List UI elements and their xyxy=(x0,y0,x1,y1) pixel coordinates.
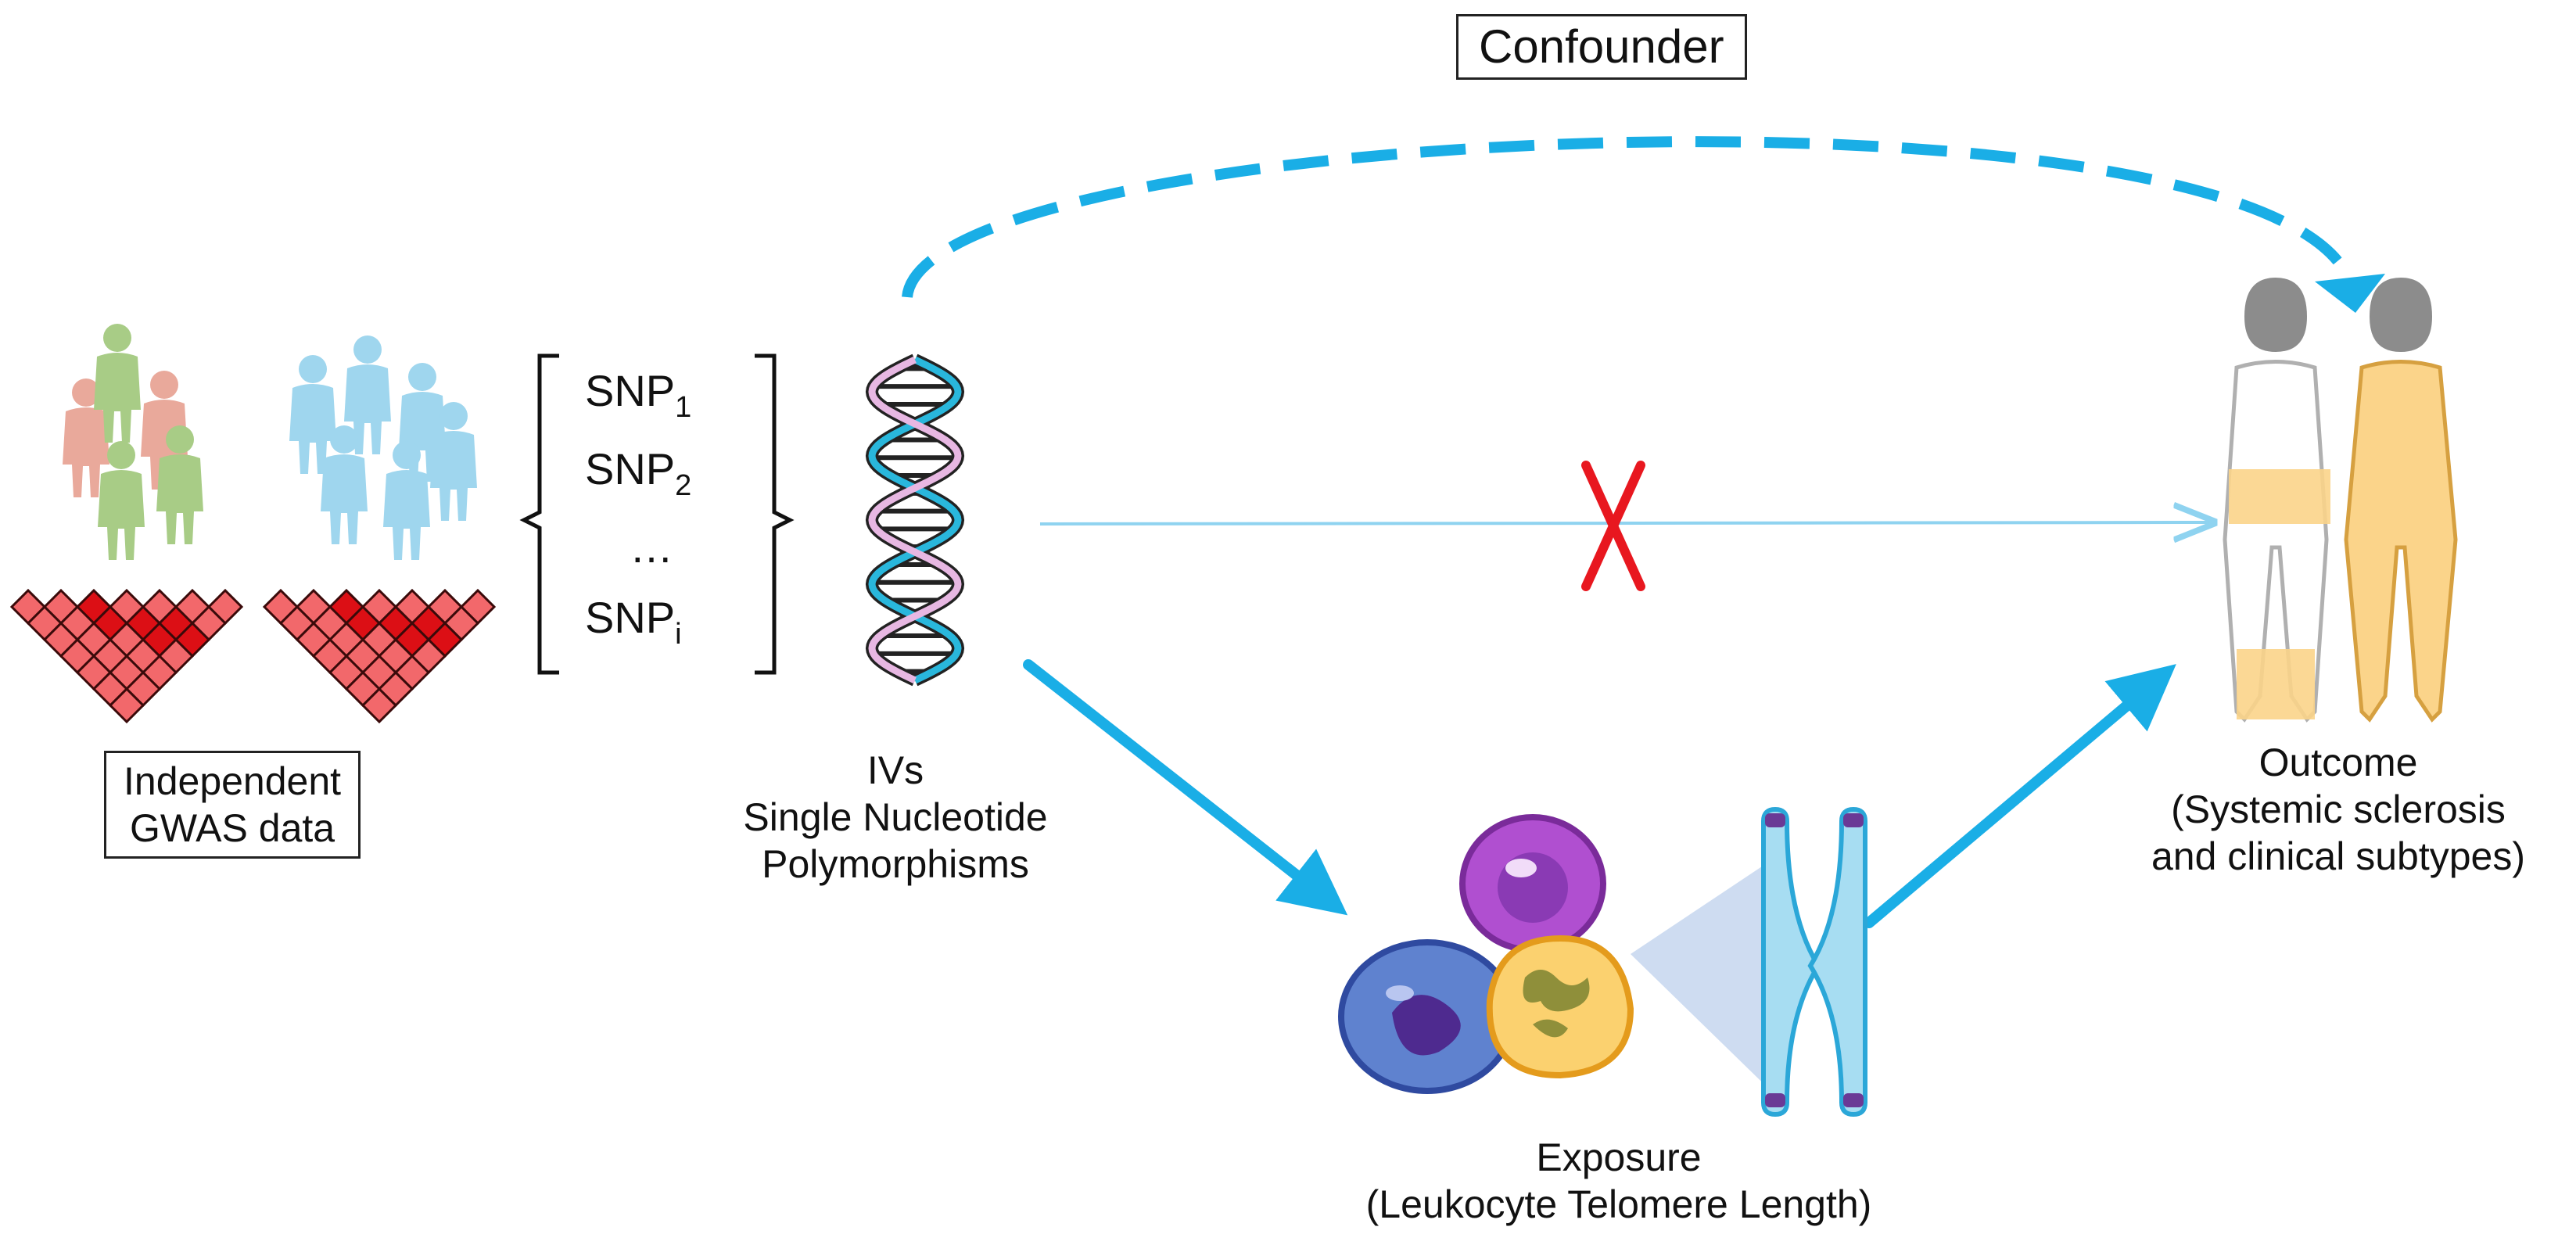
dna-helix-icon xyxy=(865,353,965,687)
left-bracket xyxy=(519,353,559,675)
gwas-label: Independent GWAS data xyxy=(104,751,361,859)
ld-heatmap-icon xyxy=(9,588,244,724)
people-group-icon xyxy=(63,324,203,560)
ld-cell xyxy=(108,687,145,724)
exposure-to-outcome-arrow xyxy=(1864,664,2176,928)
zoom-wedge xyxy=(1631,852,1783,1103)
outcome-label: Outcome (Systemic sclerosis and clinical… xyxy=(2111,739,2565,880)
ivs-line1: IVs xyxy=(866,748,924,792)
chromosome-icon xyxy=(1761,806,1867,1117)
gwas-line1: Independent xyxy=(124,759,342,803)
confounder-label: Confounder xyxy=(1456,14,1747,80)
outcome-line3: and clinical subtypes) xyxy=(2151,834,2526,878)
leukocyte-cells-icon xyxy=(1338,814,1634,1094)
confounder-arrow xyxy=(902,136,2359,302)
dna-strand xyxy=(868,356,962,684)
dna-strand xyxy=(868,356,962,684)
exposure-line1: Exposure xyxy=(1536,1135,1702,1179)
snp-item: SNP2 xyxy=(585,444,692,503)
confounder-arrowhead xyxy=(2315,274,2385,313)
exposure-label: Exposure (Leukocyte Telomere Length) xyxy=(1322,1134,1916,1228)
right-bracket xyxy=(755,353,795,675)
outcome-line1: Outcome xyxy=(2258,741,2418,784)
snp-item: SNPi xyxy=(585,593,682,651)
ivs-line2: Single Nucleotide xyxy=(743,795,1048,839)
gwas-line2: GWAS data xyxy=(129,806,335,850)
people-group-icon xyxy=(289,335,477,560)
ivs-line3: Polymorphisms xyxy=(762,842,1029,886)
human-body-icon xyxy=(2223,278,2458,723)
direct-path-line xyxy=(1039,522,2213,524)
ivs-label: IVs Single Nucleotide Polymorphisms xyxy=(719,747,1071,888)
ld-cell xyxy=(361,687,398,724)
exposure-line2: (Leukocyte Telomere Length) xyxy=(1365,1182,1872,1226)
iv-to-exposure-arrow xyxy=(1023,659,1348,916)
snp-item: … xyxy=(630,522,673,572)
ld-heatmap-icon xyxy=(262,588,497,724)
blocked-cross-icon xyxy=(1581,461,1645,591)
snp-item: SNP1 xyxy=(585,366,692,425)
outcome-line2: (Systemic sclerosis xyxy=(2171,787,2506,831)
